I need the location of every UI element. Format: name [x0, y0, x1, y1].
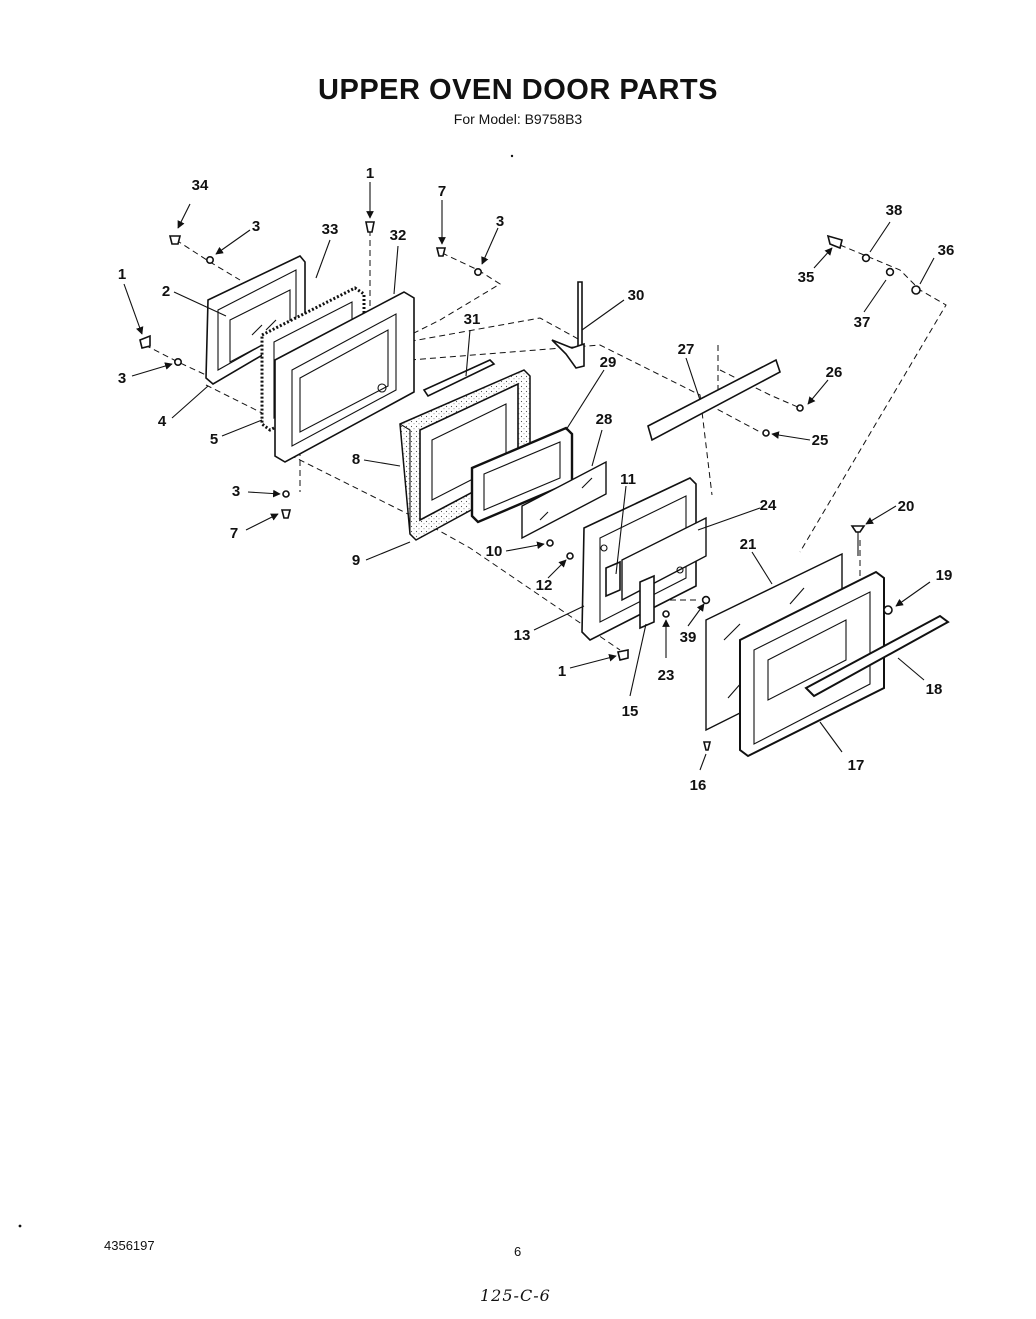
callout-3: 3 [496, 213, 504, 230]
part-inner-glass [521, 460, 607, 540]
callout-5: 5 [210, 431, 218, 448]
callout-33: 33 [322, 221, 339, 238]
part-latch-rod [551, 281, 585, 369]
model-subtitle: For Model: B9758B3 [453, 111, 583, 127]
callout-32: 32 [390, 227, 407, 244]
callout-38: 38 [886, 202, 903, 219]
callout-25: 25 [812, 432, 829, 449]
part-inner-frame [274, 291, 415, 463]
callout-3: 3 [232, 483, 240, 500]
callout-1: 1 [558, 663, 566, 680]
callout-23: 23 [658, 667, 675, 684]
callout-20: 20 [898, 498, 915, 515]
page-title: UPPER OVEN DOOR PARTS [318, 74, 718, 106]
callout-30: 30 [628, 287, 645, 304]
callout-17: 17 [848, 757, 865, 774]
callout-16: 16 [690, 777, 707, 794]
callout-35: 35 [798, 269, 815, 286]
page-number: 6 [514, 1244, 522, 1259]
callout-3: 3 [118, 370, 126, 387]
callout-7: 7 [438, 183, 446, 200]
callout-18: 18 [926, 681, 943, 698]
callout-1: 1 [366, 165, 374, 182]
callout-39: 39 [680, 629, 697, 646]
callout-7: 7 [230, 525, 238, 542]
handwritten-note: 125-C-6 [480, 1286, 551, 1305]
document-number: 4356197 [104, 1238, 155, 1253]
callout-37: 37 [854, 314, 871, 331]
stray-dot [510, 154, 514, 158]
callout-15: 15 [622, 703, 639, 720]
callout-9: 9 [352, 552, 360, 569]
callout-31: 31 [464, 311, 481, 328]
callout-10: 10 [486, 543, 503, 560]
leader-lines [123, 182, 935, 771]
part-hinge-bracket [639, 574, 655, 630]
callout-24: 24 [760, 497, 777, 514]
callout-28: 28 [596, 411, 613, 428]
callout-13: 13 [514, 627, 531, 644]
callout-29: 29 [600, 354, 617, 371]
part-vent-strip [422, 359, 496, 398]
part-shield-plate [647, 358, 781, 442]
callout-12: 12 [536, 577, 553, 594]
callout-4: 4 [158, 413, 167, 430]
stray-dot [18, 1224, 22, 1228]
callout-11: 11 [620, 471, 636, 488]
part-door-handle [804, 614, 950, 698]
callout-34: 34 [192, 177, 209, 194]
callout-27: 27 [678, 341, 695, 358]
part-outer-frame [739, 570, 885, 758]
callout-labels: 34 3 33 1 32 7 3 2 1 3 4 5 31 30 29 27 2… [118, 165, 955, 794]
callout-3: 3 [252, 218, 260, 235]
fasteners [139, 221, 921, 751]
callout-1: 1 [118, 266, 126, 283]
callout-21: 21 [740, 536, 757, 553]
callout-19: 19 [936, 567, 953, 584]
callout-26: 26 [826, 364, 843, 381]
callout-2: 2 [162, 283, 170, 300]
callout-8: 8 [352, 451, 360, 468]
callout-36: 36 [938, 242, 955, 259]
